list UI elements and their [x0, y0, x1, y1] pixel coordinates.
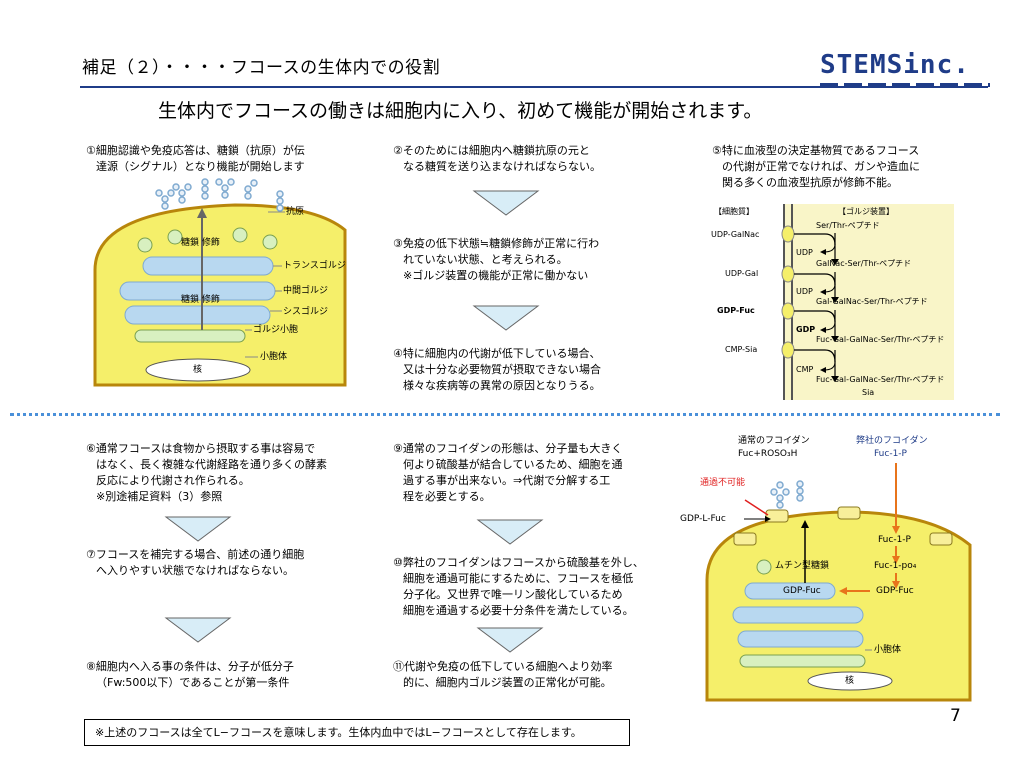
label-sugar-mod-top: 糖鎖 修飾 [181, 238, 220, 248]
label-sugar-mod-bottom: 糖鎖 修飾 [181, 295, 220, 305]
label-gdp-fuc-right: GDP-Fuc [876, 586, 914, 596]
label-medial-golgi: 中間ゴルジ [283, 286, 329, 296]
down-arrow-3 [164, 516, 232, 542]
step4-text: ④特に細胞内の代謝が低下している場合、 又は十分な必要物質が摂取できない場合 様… [393, 347, 601, 392]
label-gal-galnac-ser: Gal-GalNac-Ser/Thr-ペプチド [816, 297, 928, 306]
label-fuc-gal-2: Fuc-Gal-GalNac-Ser/Thr-ペプチド [816, 375, 945, 384]
label-udp-galnac: UDP-GalNac [711, 230, 760, 239]
label-nucleus: 核 [193, 365, 203, 375]
label-cmp-sia: CMP-Sia [725, 345, 758, 354]
label-gdp-l-fuc: GDP-L-Fuc [680, 514, 726, 524]
label-cytoplasm: 【細胞質】 [714, 207, 754, 216]
label-fuc-gal-1: Fuc-Gal-GalNac-Ser/Thr-ペプチド [816, 335, 945, 344]
step10-text: ⑩弊社のフコイダンはフコースから硫酸基を外し、 細胞を通過可能にするために、フコ… [393, 556, 644, 617]
label-gdp: GDP [796, 325, 816, 334]
label-vesicle-bottom: 小胞体 [874, 645, 902, 655]
label-gdp-fuc: GDP-Fuc [717, 306, 755, 315]
label-golgi-vesicle: ゴルジ小胞 [253, 325, 299, 335]
step1-text: ①細胞認識や免疫応答は、糖鎖（抗原）が伝 達源（シグナル）となり機能が開始します [86, 143, 305, 175]
company-logo: STEMSinc. [820, 50, 970, 80]
down-arrow-2 [472, 305, 540, 331]
label-antigen: 抗原 [286, 207, 305, 217]
label-normal-formula: Fuc+ROSO₃H [738, 449, 798, 459]
label-udp-2: UDP [796, 287, 813, 296]
label-fuc-1-po4: Fuc-1-po₄ [874, 561, 917, 571]
logo-underline [820, 83, 990, 87]
label-cmp: CMP [796, 365, 814, 374]
down-arrow-1 [472, 190, 540, 216]
step8-text: ⑧細胞内へ入る事の条件は、分子が低分子 （Fw:500以下）であることが第一条件 [86, 660, 294, 689]
label-udp-gal: UDP-Gal [725, 269, 759, 278]
step6-text: ⑥通常フコースは食物から摂取する事は容易で はなく、長く複雑な代謝経路を通り多く… [86, 442, 327, 503]
down-arrow-6 [476, 627, 544, 653]
page-title: 補足（２）・・・・フコースの生体内での役割 [82, 58, 441, 78]
step7-text: ⑦フコースを補完する場合、前述の通り細胞 へ入りやすい状態でなければならない。 [86, 548, 305, 577]
label-our-formula: Fuc-1-P [874, 449, 907, 459]
step5-text: ⑤特に血液型の決定基物質であるフコース の代謝が正常でなければ、ガンや造血に 関… [712, 144, 920, 189]
label-trans-golgi: トランスゴルジ [283, 261, 346, 271]
label-vesicle: 小胞体 [260, 352, 288, 362]
label-fuc-1-p: Fuc-1-P [878, 535, 911, 545]
section-divider [10, 413, 1000, 416]
label-cis-golgi: シスゴルジ [283, 307, 329, 317]
step2-text: ②そのためには細胞内へ糖鎖抗原の元と なる糖質を送り込まなければならない。 [393, 144, 601, 173]
label-udp-1: UDP [796, 248, 813, 257]
down-arrow-5 [476, 519, 544, 545]
label-galnac-ser: GalNac-Ser/Thr-ペプチド [816, 259, 912, 268]
label-no-pass: 通過不可能 [700, 478, 746, 488]
headline: 生体内でフコースの働きは細胞内に入り、初めて機能が開始されます。 [158, 100, 763, 122]
label-mucin: ムチン型糖鎖 [775, 561, 830, 571]
label-ser-thr: Ser/Thr-ペプチド [816, 221, 880, 230]
down-arrow-4 [164, 617, 232, 643]
label-our-fucoidan: 弊社のフコイダン [856, 436, 928, 446]
footnote-box: ※上述のフコースは全てL−フコースを意味します。生体内血中ではL−フコースとして… [84, 719, 630, 746]
label-sia: Sia [862, 388, 875, 397]
page-number: 7 [950, 706, 961, 726]
step1-line: 達源（シグナル）となり機能が開始します [96, 160, 305, 173]
step9-text: ⑨通常のフコイダンの形態は、分子量も大きく 何より硫酸基が結合しているため、細胞… [393, 442, 623, 503]
step3-text: ③免疫の低下状態≒糖鎖修飾が正常に行わ れていない状態、と考えられる。 ※ゴルジ… [393, 237, 600, 282]
label-gdp-fuc-left: GDP-Fuc [783, 586, 821, 596]
step1-line: ①細胞認識や免疫応答は、糖鎖（抗原）が伝 [86, 144, 305, 157]
header-rule [80, 86, 988, 88]
label-nucleus-bottom: 核 [845, 676, 855, 686]
step11-text: ⑪代謝や免疫の低下している細胞へより効率 的に、細胞内ゴルジ装置の正常化が可能。 [393, 660, 613, 689]
label-normal-fucoidan: 通常のフコイダン [738, 436, 810, 446]
label-golgi-apparatus: 【ゴルジ装置】 [838, 207, 894, 216]
